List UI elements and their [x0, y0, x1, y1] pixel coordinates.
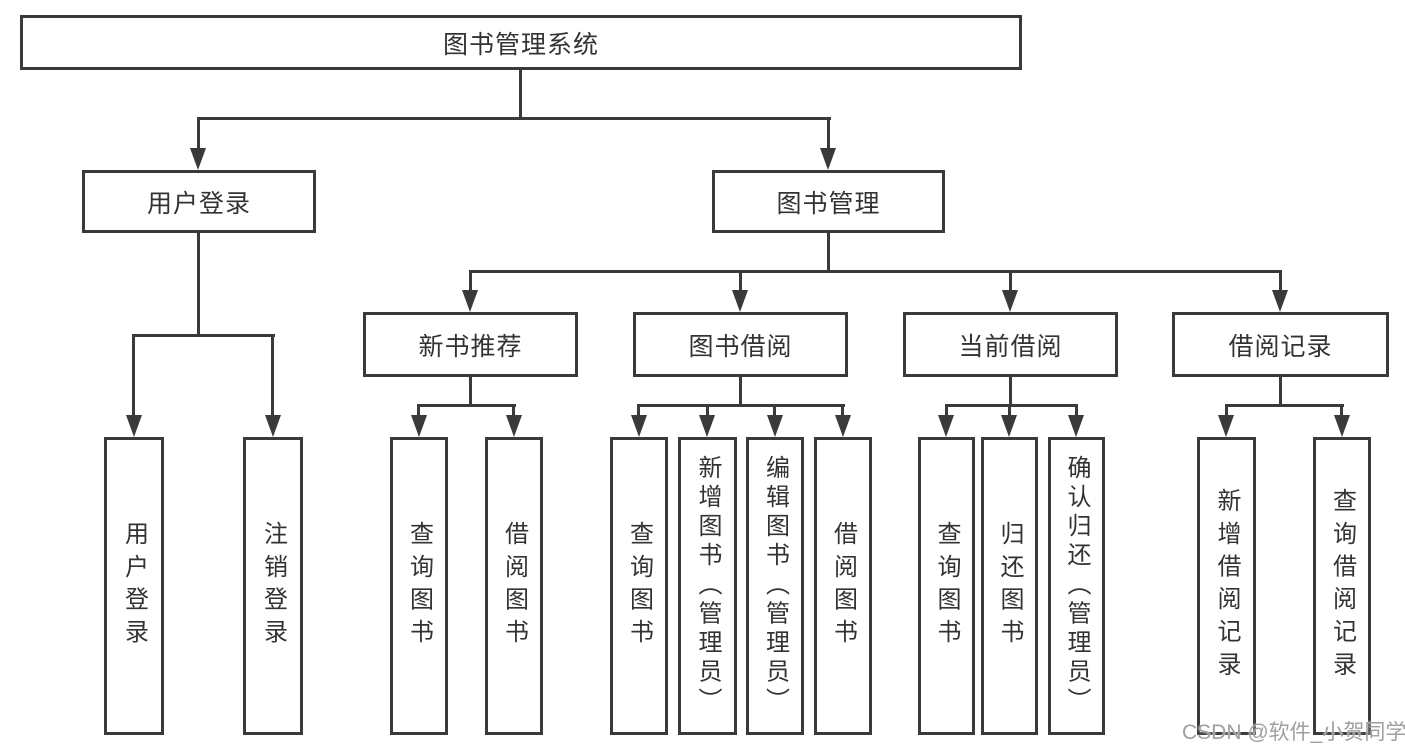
- connector-root-stem: [519, 69, 522, 119]
- arrow-down-icon: [1002, 290, 1018, 312]
- node-user-login-logout: 注销登录: [243, 437, 303, 735]
- arrow-down-icon: [1334, 415, 1350, 437]
- node-bb-edit-books-admin: 编辑图书（管理员）: [746, 437, 804, 735]
- node-label: 确认归还（管理员）: [1063, 455, 1090, 717]
- node-nb-query-books: 查询图书: [390, 437, 448, 735]
- connector-bookmgmt-drop-1: [469, 270, 472, 292]
- arrow-down-icon: [462, 290, 478, 312]
- connector-records-crossbar: [1225, 404, 1344, 407]
- connector-currentborrow-drop-3: [1075, 404, 1078, 417]
- node-label: 借阅图书: [829, 520, 857, 652]
- arrow-down-icon: [190, 148, 206, 170]
- connector-bookborrow-drop-1: [637, 404, 640, 417]
- arrow-down-icon: [938, 415, 954, 437]
- connector-bookborrow-stem: [739, 375, 742, 406]
- node-label: 归还图书: [996, 520, 1023, 652]
- connector-currentborrow-crossbar: [945, 404, 1078, 407]
- connector-root-drop-left: [197, 117, 200, 150]
- node-label: 新书推荐: [418, 332, 523, 361]
- connector-newbook-drop-1: [417, 404, 420, 417]
- node-nb-borrow-books: 借阅图书: [485, 437, 543, 735]
- node-label: 查询图书: [405, 520, 433, 652]
- connector-bookmgmt-drop-3: [1009, 270, 1012, 292]
- connector-root-crossbar: [197, 117, 831, 120]
- watermark: CSDN @软件_小贺同学: [1182, 721, 1405, 744]
- node-label: 查询借阅记录: [1328, 488, 1356, 684]
- node-label: 图书管理系统: [442, 30, 599, 59]
- node-user-login-login: 用户登录: [104, 437, 164, 735]
- connector-newbook-crossbar: [417, 404, 516, 407]
- node-root: 图书管理系统: [20, 15, 1022, 70]
- node-label: 当前借阅: [958, 332, 1063, 361]
- connector-currentborrow-drop-2: [1008, 404, 1011, 417]
- connector-bookmgmt-drop-2: [739, 270, 742, 292]
- node-label: 借阅记录: [1228, 332, 1333, 361]
- connector-bookmgmt-crossbar: [469, 270, 1282, 273]
- connector-userlogin-drop-1: [132, 334, 135, 417]
- node-label: 查询图书: [625, 520, 653, 652]
- arrow-down-icon: [835, 415, 851, 437]
- connector-bookborrow-drop-4: [841, 404, 844, 417]
- arrow-down-icon: [1068, 415, 1084, 437]
- connector-records-drop-1: [1225, 404, 1228, 417]
- node-cb-return-books: 归还图书: [981, 437, 1038, 735]
- connector-bookborrow-drop-3: [773, 404, 776, 417]
- connector-root-drop-right: [827, 117, 830, 150]
- connector-userlogin-drop-2: [271, 334, 274, 417]
- node-label: 查询图书: [933, 520, 960, 652]
- node-label: 编辑图书（管理员）: [761, 455, 789, 717]
- node-bb-add-books-admin: 新增图书（管理员）: [678, 437, 737, 735]
- node-label: 注销登录: [259, 520, 287, 652]
- arrow-down-icon: [506, 415, 522, 437]
- connector-bookborrow-drop-2: [706, 404, 709, 417]
- connector-records-stem: [1279, 375, 1282, 406]
- arrow-down-icon: [699, 415, 715, 437]
- node-label: 用户登录: [146, 189, 251, 218]
- arrow-down-icon: [126, 415, 142, 437]
- arrow-down-icon: [1001, 415, 1017, 437]
- node-book-borrow: 图书借阅: [633, 312, 848, 377]
- connector-bookmgmt-stem: [827, 233, 830, 273]
- node-book-management: 图书管理: [712, 170, 945, 233]
- node-label: 借阅图书: [500, 520, 528, 652]
- connector-records-drop-2: [1340, 404, 1343, 417]
- connector-bookmgmt-drop-4: [1279, 270, 1282, 292]
- arrow-down-icon: [631, 415, 647, 437]
- connector-userlogin-stem: [197, 233, 200, 337]
- node-label: 图书借阅: [688, 332, 793, 361]
- arrow-down-icon: [1218, 415, 1234, 437]
- arrow-down-icon: [767, 415, 783, 437]
- node-label: 用户登录: [120, 520, 148, 652]
- arrow-down-icon: [265, 415, 281, 437]
- connector-newbook-drop-2: [512, 404, 515, 417]
- node-cb-query-books: 查询图书: [918, 437, 975, 735]
- node-label: 图书管理: [776, 189, 881, 218]
- connector-currentborrow-drop-1: [945, 404, 948, 417]
- node-new-book-recommend: 新书推荐: [363, 312, 578, 377]
- connector-currentborrow-stem: [1009, 375, 1012, 406]
- node-current-borrow: 当前借阅: [903, 312, 1118, 377]
- node-label: 新增借阅记录: [1213, 488, 1240, 684]
- arrow-down-icon: [1272, 290, 1288, 312]
- node-borrow-records: 借阅记录: [1172, 312, 1389, 377]
- arrow-down-icon: [411, 415, 427, 437]
- arrow-down-icon: [732, 290, 748, 312]
- connector-bookborrow-crossbar: [637, 404, 845, 407]
- node-bb-query-books: 查询图书: [610, 437, 668, 735]
- node-br-query-record: 查询借阅记录: [1313, 437, 1371, 735]
- node-label: 新增图书（管理员）: [694, 455, 721, 717]
- connector-userlogin-crossbar: [132, 334, 275, 337]
- node-br-add-record: 新增借阅记录: [1197, 437, 1256, 735]
- node-user-login: 用户登录: [82, 170, 316, 233]
- connector-newbook-stem: [469, 375, 472, 406]
- node-cb-confirm-return-admin: 确认归还（管理员）: [1048, 437, 1105, 735]
- node-bb-borrow-books: 借阅图书: [814, 437, 872, 735]
- arrow-down-icon: [820, 148, 836, 170]
